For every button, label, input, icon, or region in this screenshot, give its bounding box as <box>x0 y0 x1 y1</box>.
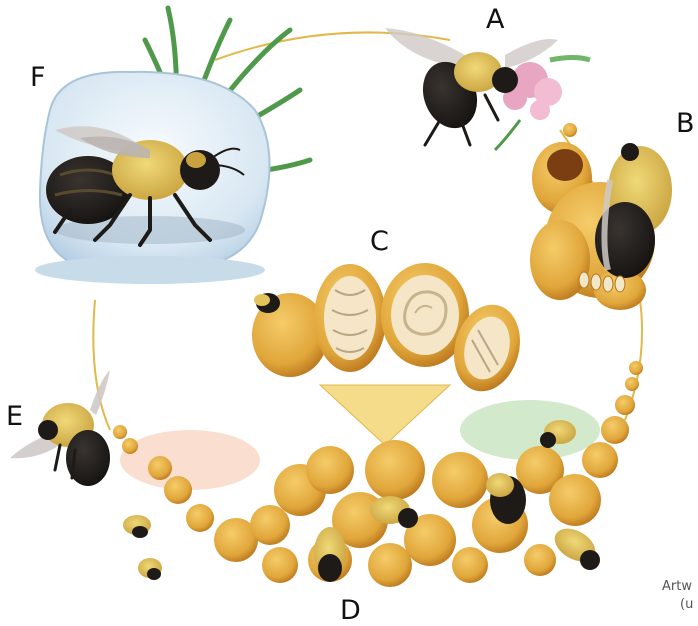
stage-e-new-queens <box>10 370 110 486</box>
stage-label-c: C <box>370 228 389 255</box>
stage-b-nest-founding <box>530 123 672 391</box>
stage-label-b: B <box>676 110 695 137</box>
stage-label-f: F <box>30 64 46 91</box>
worker-bee-icon <box>123 515 151 538</box>
stage-label-e: E <box>6 403 23 430</box>
stage-a-queen-foraging <box>385 28 590 150</box>
worker-bee-icon <box>549 522 601 570</box>
worker-bee-icon <box>138 558 162 580</box>
wax-base <box>320 385 450 445</box>
artwork-credit: Artw <box>662 580 698 593</box>
queen-bee-icon <box>10 370 110 486</box>
artwork-credit-subline: (u <box>680 598 698 611</box>
stage-label-a: A <box>486 6 504 33</box>
stage-label-d: D <box>340 597 361 624</box>
stage-f-hibernation <box>35 8 310 284</box>
pupa-icon <box>314 264 386 372</box>
